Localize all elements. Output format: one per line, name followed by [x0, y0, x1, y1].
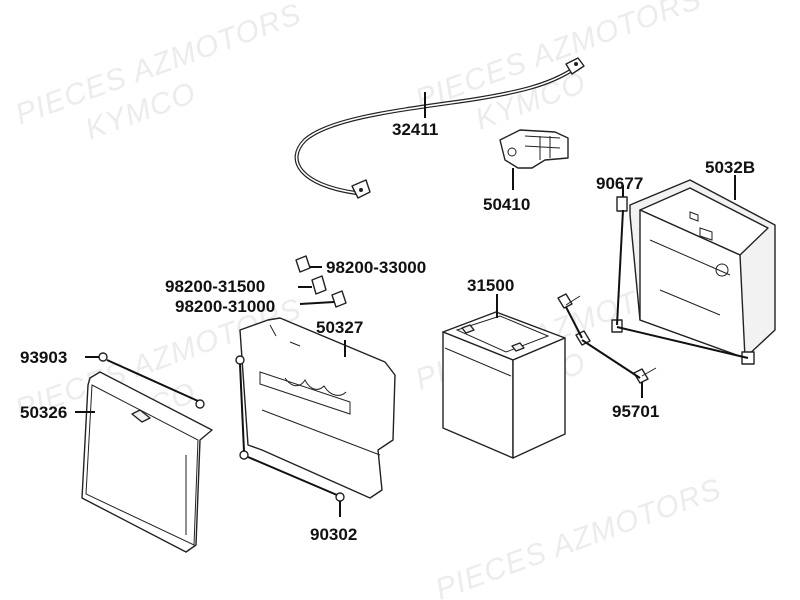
screw-90302: [235, 355, 345, 502]
label-31500: 31500: [467, 276, 514, 295]
holder-50327: [239, 317, 396, 499]
fuse-98200-31000: [331, 290, 347, 308]
fuse-98200-31500: [311, 275, 327, 295]
label-5032B: 5032B: [705, 158, 755, 177]
label-93903: 93903: [20, 348, 67, 367]
label-95701: 95701: [612, 402, 659, 421]
label-50327: 50327: [316, 318, 363, 337]
cover-50326: [81, 371, 213, 553]
label-50410: 50410: [483, 195, 530, 214]
label-98200-33000: 98200-33000: [326, 258, 426, 277]
screw-93903: [98, 352, 205, 409]
label-98200-31500: 98200-31500: [165, 277, 265, 296]
battery-31500: [442, 311, 566, 459]
watermark-text: PIECES AZMOTORS: [431, 472, 726, 600]
battery-cable-32411: [294, 57, 585, 199]
bolt-95701: [557, 293, 657, 384]
fuse-98200-33000: [295, 255, 311, 273]
label-50326: 50326: [20, 403, 67, 422]
bracket-50410: [499, 129, 569, 169]
label-90677: 90677: [596, 174, 643, 193]
battery-box-5032B: [629, 179, 776, 359]
label-32411: 32411: [392, 120, 438, 139]
label-90302: 90302: [310, 525, 357, 544]
label-98200-31000: 98200-31000: [175, 297, 275, 316]
